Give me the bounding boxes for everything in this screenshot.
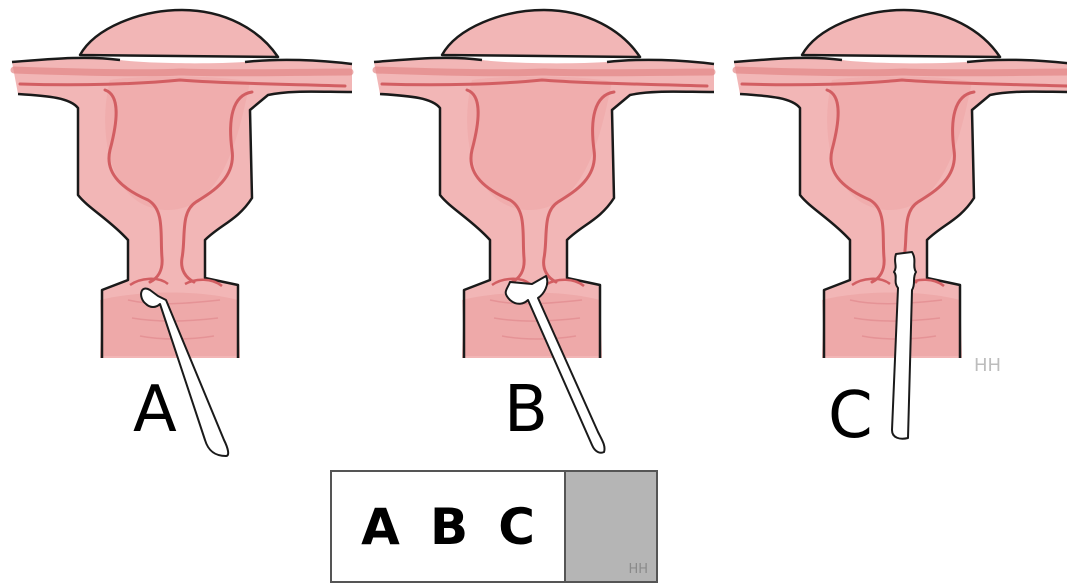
legend-author-mark: HH [628, 562, 648, 577]
legend-box: A B C HH [330, 470, 658, 583]
panel-label-c: C [828, 384, 873, 448]
panel-label-b: B [504, 378, 548, 442]
legend-grey-panel: HH [566, 472, 656, 581]
panel-label-a: A [133, 378, 177, 442]
legend-letter-b: B [430, 502, 468, 552]
legend-letter-a: A [361, 502, 400, 552]
legend-letter-c: C [498, 502, 535, 552]
uterus-diagram-c [734, 10, 1067, 439]
author-mark: HH [974, 357, 1001, 375]
uterus-diagram-a [12, 10, 352, 456]
legend-letters: A B C [332, 472, 566, 581]
